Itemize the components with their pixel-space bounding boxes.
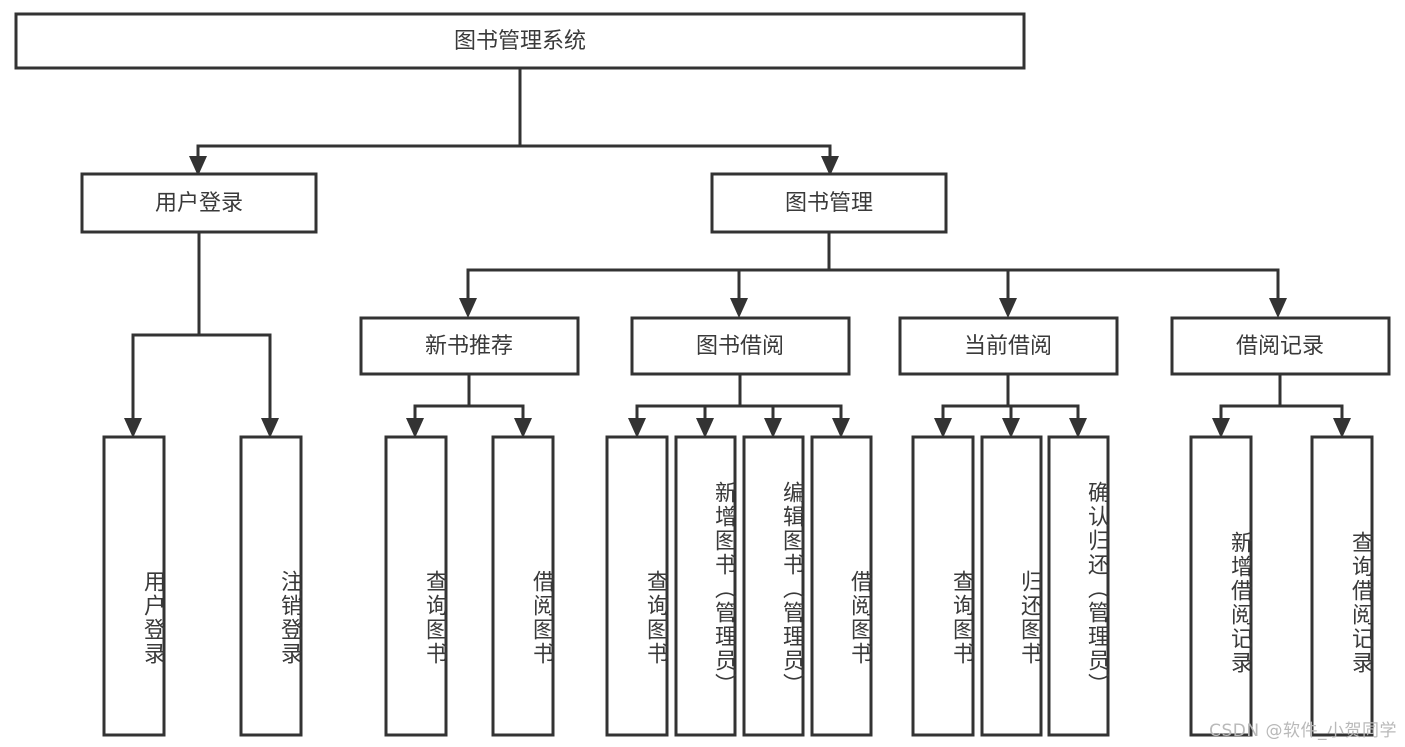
- arrowhead-borrowrecord-leaf2: [1333, 418, 1351, 438]
- arrowhead-root-to-userlogin: [189, 156, 207, 176]
- node-borrow-record-box[interactable]: [1170, 316, 1391, 376]
- arrowhead-borrowrecord-leaf1: [1212, 418, 1230, 438]
- node-book-management-box[interactable]: [710, 172, 948, 234]
- node-book-borrow-box[interactable]: [630, 316, 851, 376]
- arrowhead-bookborrow-leaf3: [764, 418, 782, 438]
- node-book-management-label: 图书管理: [785, 191, 873, 216]
- arrowhead-userlogin-leaf1: [124, 418, 142, 438]
- arrowhead-bookborrow-leaf2: [696, 418, 714, 438]
- arrowhead-bookborrow-leaf4: [832, 418, 850, 438]
- node-borrow-record-label: 借阅记录: [1236, 334, 1324, 359]
- leaf-add-record-box[interactable]: [1189, 435, 1253, 737]
- leaf-query-record-box[interactable]: [1310, 435, 1374, 737]
- arrowhead-currentborrow-leaf1: [934, 418, 952, 438]
- arrowhead-currentborrow-leaf3: [1069, 418, 1087, 438]
- node-new-book-recommend-box[interactable]: [359, 316, 580, 376]
- leaf-confirm-return-box[interactable]: [1047, 435, 1110, 737]
- leaf-query-book-2-box[interactable]: [605, 435, 669, 737]
- arrowhead-bookmgmt-bookborrow: [730, 298, 748, 318]
- arrowhead-bookborrow-leaf1: [628, 418, 646, 438]
- leaf-query-book-1-box[interactable]: [384, 435, 448, 737]
- node-user-login-box[interactable]: [80, 172, 318, 234]
- node-new-book-recommend-label: 新书推荐: [425, 334, 513, 359]
- node-root-box[interactable]: [14, 12, 1026, 70]
- node-root-label: 图书管理系统: [454, 29, 586, 54]
- leaf-user-login-box[interactable]: [102, 435, 166, 737]
- node-book-borrow-label: 图书借阅: [696, 334, 784, 359]
- leaf-borrow-book-1-box[interactable]: [491, 435, 555, 737]
- leaf-add-book-box[interactable]: [674, 435, 737, 737]
- leaf-borrow-book-2-box[interactable]: [810, 435, 873, 737]
- node-current-borrow-label: 当前借阅: [964, 334, 1052, 359]
- arrowhead-bookmgmt-currentborrow: [999, 298, 1017, 318]
- leaf-logout-box[interactable]: [239, 435, 303, 737]
- arrowhead-root-to-bookmgmt: [821, 156, 839, 176]
- arrowhead-newbook-leaf2: [514, 418, 532, 438]
- leaf-edit-book-box[interactable]: [742, 435, 805, 737]
- arrowhead-currentborrow-leaf2: [1002, 418, 1020, 438]
- arrowhead-bookmgmt-newbook: [459, 298, 477, 318]
- leaf-return-book-box[interactable]: [980, 435, 1043, 737]
- arrowhead-bookmgmt-borrowrecord: [1269, 298, 1287, 318]
- node-user-login-label: 用户登录: [155, 191, 243, 216]
- node-current-borrow-box[interactable]: [898, 316, 1119, 376]
- arrowhead-userlogin-leaf2: [261, 418, 279, 438]
- arrowhead-newbook-leaf1: [406, 418, 424, 438]
- csdn-watermark: CSDN @软件_小贺同学: [1209, 721, 1397, 741]
- leaf-query-book-3-box[interactable]: [911, 435, 975, 737]
